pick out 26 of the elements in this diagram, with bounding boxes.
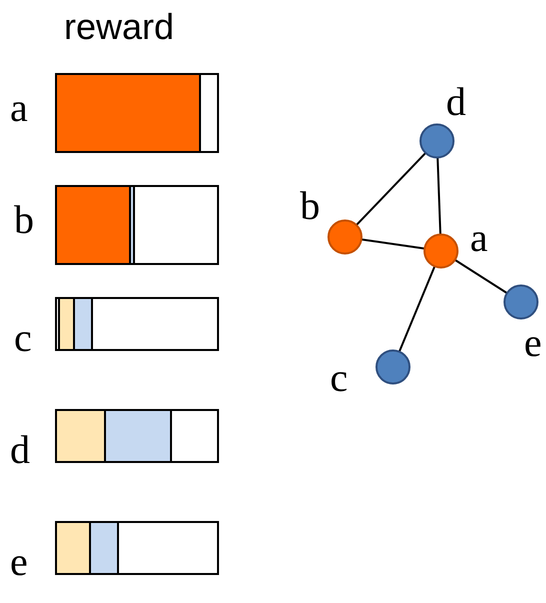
graph-node-circle xyxy=(419,123,455,159)
node-letter: d xyxy=(10,430,30,470)
stacked-bar-drawing xyxy=(55,185,219,265)
graph-node-circle xyxy=(327,219,363,255)
connector-line xyxy=(436,158,442,234)
stacked-bar-drawing xyxy=(55,73,219,153)
node-letter: e xyxy=(524,323,542,363)
node-letter: b xyxy=(300,186,320,226)
stacked-bar-drawing xyxy=(55,521,219,575)
stacked-bar-drawing xyxy=(55,409,219,463)
graph-node-circle xyxy=(423,233,459,269)
connector-line xyxy=(454,259,508,294)
connector-line xyxy=(362,238,424,250)
node-letter: c xyxy=(330,358,348,398)
node-letter: d xyxy=(446,82,466,122)
node-letter: b xyxy=(14,200,34,240)
node-letter: e xyxy=(10,542,28,582)
stacked-bar-drawing xyxy=(55,297,219,351)
chart-title: reward xyxy=(64,5,174,49)
graph-node-circle xyxy=(375,349,411,385)
node-letter: c xyxy=(14,318,32,358)
node-letter: a xyxy=(470,218,488,258)
node-letter: a xyxy=(10,88,28,128)
connector-line xyxy=(356,152,426,226)
connector-line xyxy=(398,266,436,352)
graph-node-circle xyxy=(503,284,539,320)
